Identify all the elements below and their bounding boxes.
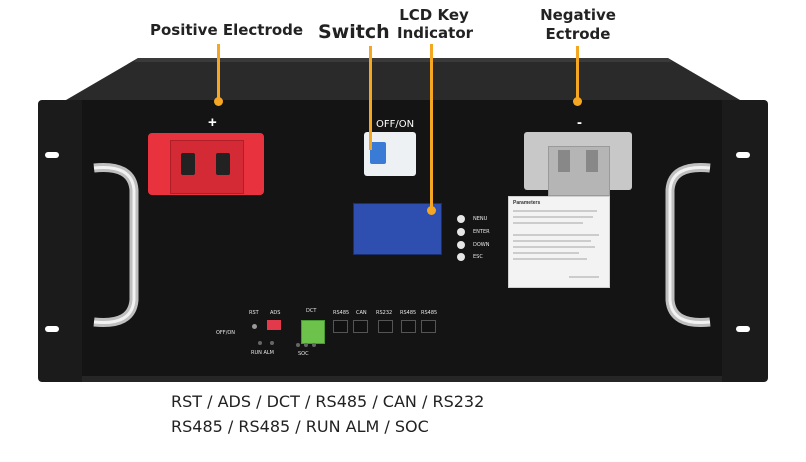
terminal-bolt bbox=[586, 150, 598, 172]
mount-slot bbox=[45, 326, 59, 332]
sticker-line bbox=[513, 246, 595, 248]
rs485-port[interactable] bbox=[333, 320, 348, 333]
right-rack-ear bbox=[722, 100, 768, 382]
caption-line-2: RS485 / RS485 / RUN ALM / SOC bbox=[171, 417, 429, 436]
rs485-port[interactable] bbox=[421, 320, 436, 333]
sticker-line bbox=[569, 276, 599, 278]
key-label-esc: ESC bbox=[473, 254, 483, 260]
top-cover bbox=[66, 58, 740, 100]
sticker-line bbox=[513, 222, 583, 224]
sticker-line bbox=[513, 240, 591, 242]
soc-led bbox=[296, 343, 300, 347]
key-label-down: DOWN bbox=[473, 242, 490, 248]
dct-label: DCT bbox=[306, 308, 317, 314]
parameters-sticker: Parameters bbox=[508, 196, 610, 288]
key-button[interactable] bbox=[457, 215, 465, 223]
positive-electrode-callout: Positive Electrode bbox=[150, 21, 304, 39]
rs485-port[interactable] bbox=[401, 320, 416, 333]
breaker-label: OFF/ON bbox=[376, 119, 415, 130]
can-label: CAN bbox=[356, 310, 367, 316]
rs232-label: RS232 bbox=[376, 310, 393, 316]
key-button[interactable] bbox=[457, 241, 465, 249]
alm-led bbox=[270, 341, 274, 345]
sticker-line bbox=[513, 252, 579, 254]
rs232-port[interactable] bbox=[378, 320, 393, 333]
negative-leader-dot bbox=[573, 97, 582, 106]
rst-label: RST bbox=[249, 310, 259, 316]
soc-led bbox=[304, 343, 308, 347]
rs485-label: RS485 bbox=[400, 310, 417, 316]
sticker-line bbox=[513, 234, 599, 236]
ads-label: ADS bbox=[270, 310, 281, 316]
can-port[interactable] bbox=[353, 320, 368, 333]
soc-label: SOC bbox=[298, 351, 309, 357]
sticker-line bbox=[513, 258, 587, 260]
key-button[interactable] bbox=[457, 228, 465, 236]
switch-callout: Switch bbox=[318, 21, 390, 43]
lcd-leader-line bbox=[430, 44, 433, 212]
terminal-bolt bbox=[181, 153, 195, 175]
mount-slot bbox=[736, 152, 750, 158]
mount-slot bbox=[736, 326, 750, 332]
plus-sign: + bbox=[208, 114, 217, 131]
sticker-line bbox=[513, 216, 593, 218]
positive-leader-line bbox=[217, 44, 220, 101]
left-rack-ear bbox=[38, 100, 82, 382]
negative-leader-line bbox=[576, 46, 579, 101]
parameters-title: Parameters bbox=[513, 200, 541, 206]
lcd-leader-dot bbox=[427, 206, 436, 215]
minus-sign: - bbox=[577, 114, 582, 131]
terminal-bolt bbox=[216, 153, 230, 175]
key-label-enter: ENTER bbox=[473, 229, 490, 235]
off-on-label: OFF/ON bbox=[216, 330, 236, 336]
left-handle bbox=[93, 162, 139, 328]
terminal-bolt bbox=[558, 150, 570, 172]
right-handle bbox=[665, 162, 711, 328]
soc-led bbox=[312, 343, 316, 347]
rs485-label: RS485 bbox=[333, 310, 350, 316]
dip-switch[interactable] bbox=[267, 320, 281, 330]
key-label-menu: NENU bbox=[473, 216, 488, 222]
reset-button[interactable] bbox=[252, 324, 257, 329]
run-alm-label: RUN ALM bbox=[251, 350, 274, 356]
lcd-callout-line2: Indicator bbox=[397, 24, 474, 42]
dct-connector[interactable] bbox=[301, 320, 325, 344]
switch-leader-line bbox=[369, 46, 372, 150]
key-button[interactable] bbox=[457, 253, 465, 261]
negative-callout-line1: Negative bbox=[540, 6, 616, 24]
mount-slot bbox=[45, 152, 59, 158]
lcd-callout-line1: LCD Key bbox=[399, 6, 469, 24]
caption-line-1: RST / ADS / DCT / RS485 / CAN / RS232 bbox=[171, 392, 485, 411]
run-led bbox=[258, 341, 262, 345]
positive-leader-dot bbox=[214, 97, 223, 106]
negative-callout-line2: Ectrode bbox=[545, 25, 611, 43]
panel-bottom-edge bbox=[82, 376, 722, 382]
breaker-lever[interactable] bbox=[370, 142, 386, 164]
sticker-line bbox=[513, 210, 597, 212]
rs485-label: RS485 bbox=[421, 310, 438, 316]
